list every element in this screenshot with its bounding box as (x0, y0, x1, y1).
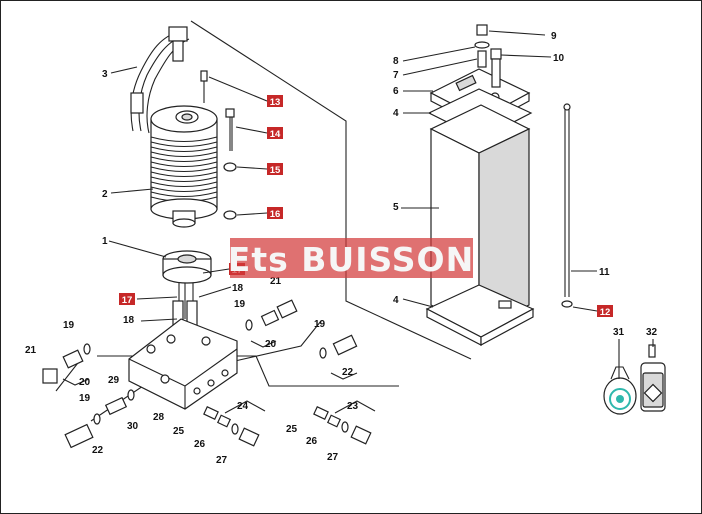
group-brackets (62, 340, 376, 414)
oil-bottle (640, 344, 666, 412)
label-4: 4 (393, 108, 399, 119)
label-19: 19 (63, 320, 75, 331)
label-1: 1 (102, 236, 108, 247)
coil-winding (150, 146, 218, 152)
coil-winding (150, 191, 218, 197)
label-18: 18 (232, 283, 244, 294)
label-25: 25 (286, 424, 298, 435)
label-21: 21 (270, 276, 282, 287)
label-28: 28 (153, 412, 165, 423)
coil-winding (150, 186, 218, 192)
label-9: 9 (551, 31, 557, 42)
svg-text:13: 13 (270, 97, 281, 108)
badge-16: 16 (267, 207, 283, 220)
label-19: 19 (234, 299, 246, 310)
coil-winding (150, 161, 218, 167)
label-19: 19 (79, 393, 91, 404)
label-19: 19 (314, 319, 326, 330)
label-25: 25 (173, 426, 185, 437)
coil-winding (150, 176, 218, 182)
label-2: 2 (102, 189, 108, 200)
label-22: 22 (92, 445, 104, 456)
label-20: 20 (79, 377, 91, 388)
label-27: 27 (216, 455, 228, 466)
label-31: 31 (613, 327, 625, 338)
part-labels: 3 2 1 18 18 19 21 20 19 22 19 21 20 29 2… (25, 31, 658, 466)
coil-winding (150, 151, 218, 157)
tank-top-fittings (474, 24, 502, 88)
spare-kit-bag (603, 366, 637, 415)
leader-lines (108, 30, 654, 379)
valve-fittings (42, 299, 372, 449)
label-7: 7 (393, 70, 399, 81)
label-10: 10 (553, 53, 565, 64)
motor-fasteners (200, 70, 237, 220)
label-4: 4 (393, 295, 399, 306)
coil-winding (150, 166, 218, 172)
svg-text:15: 15 (270, 165, 281, 176)
label-20: 20 (265, 339, 277, 350)
svg-text:16: 16 (270, 209, 281, 220)
label-21: 21 (25, 345, 37, 356)
badge-13: 13 (267, 95, 283, 108)
watermark: Ets BUISSON (228, 238, 474, 279)
tie-rod (561, 103, 573, 308)
coil-winding (150, 171, 218, 177)
coil-winding (150, 141, 218, 147)
label-18: 18 (123, 315, 135, 326)
label-26: 26 (194, 439, 206, 450)
badge-15: 15 (267, 163, 283, 176)
label-22: 22 (342, 367, 354, 378)
label-3: 3 (102, 69, 108, 80)
label-26: 26 (306, 436, 318, 447)
badge-12: 12 (597, 305, 613, 318)
svg-text:14: 14 (270, 129, 281, 140)
motor-coil (150, 105, 218, 228)
tank-assembly (425, 68, 535, 347)
label-32: 32 (646, 327, 658, 338)
pump-body (128, 318, 238, 410)
label-11: 11 (599, 267, 610, 278)
label-24: 24 (237, 401, 249, 412)
label-6: 6 (393, 86, 399, 97)
badge-14: 14 (267, 127, 283, 140)
label-5: 5 (393, 202, 399, 213)
svg-text:12: 12 (600, 307, 611, 318)
svg-text:17: 17 (122, 295, 133, 306)
label-30: 30 (127, 421, 139, 432)
badge-17: 17 (119, 293, 135, 306)
label-27: 27 (327, 452, 339, 463)
pump-head (162, 250, 212, 332)
label-29: 29 (108, 375, 120, 386)
wire-harness (130, 26, 190, 134)
watermark-text: Ets BUISSON (228, 240, 474, 279)
coil-winding (150, 136, 218, 142)
label-8: 8 (393, 56, 399, 67)
frame-lines (55, 20, 472, 422)
coil-winding (150, 181, 218, 187)
label-23: 23 (347, 401, 359, 412)
coil-winding (150, 156, 218, 162)
